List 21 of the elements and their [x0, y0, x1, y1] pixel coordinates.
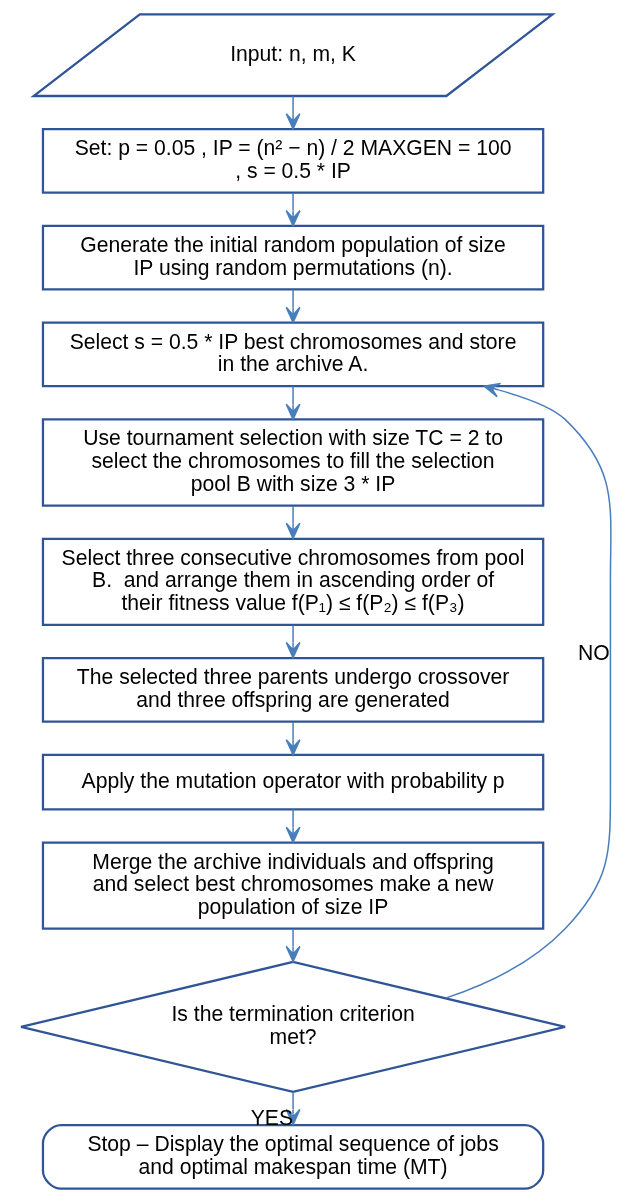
- node-box: Select three consecutive chromosomes from pool B. and arrange them in ascending order of their fitness value f(P₁) ≤ f(P₂) ≤ f(P₃): [41, 537, 545, 627]
- arrow: [285, 192, 301, 227]
- arrow: [285, 505, 301, 540]
- node-box: Generate the initial random population of size IP using random permutations (n).: [41, 224, 545, 291]
- arrow: [444, 382, 612, 999]
- arrow: [285, 808, 301, 844]
- arrow: [285, 385, 301, 421]
- node-box: Select s = 0.5 * IP best chromosomes and store in the archive A.: [41, 321, 545, 388]
- arrow: [285, 928, 301, 963]
- arrow: [285, 95, 301, 130]
- edge-label: NO: [577, 641, 610, 665]
- arrow: [285, 721, 301, 756]
- node-box: Use tournament selection with size TC = 2 to select the chromosomes to fill the selection pool B with size 3 * IP: [41, 418, 545, 507]
- node-box: The selected three parents undergo crossover and three offspring are generated: [41, 657, 545, 723]
- node-box: Apply the mutation operator with probability p: [41, 753, 545, 811]
- node-box: Merge the archive individuals and offspring and select best chromosomes make a new population of size IP: [41, 841, 545, 930]
- arrow: [285, 289, 301, 324]
- node-diamond: Is the termination criterion met?: [19, 960, 567, 1094]
- node-box: Set: p = 0.05 , IP = (n² − n) / 2 MAXGEN = 100 , s = 0.5 * IP: [41, 128, 545, 194]
- arrow: [285, 624, 301, 659]
- node-box: Stop – Display the optimal sequence of jobs and optimal makespan time (MT): [41, 1124, 545, 1190]
